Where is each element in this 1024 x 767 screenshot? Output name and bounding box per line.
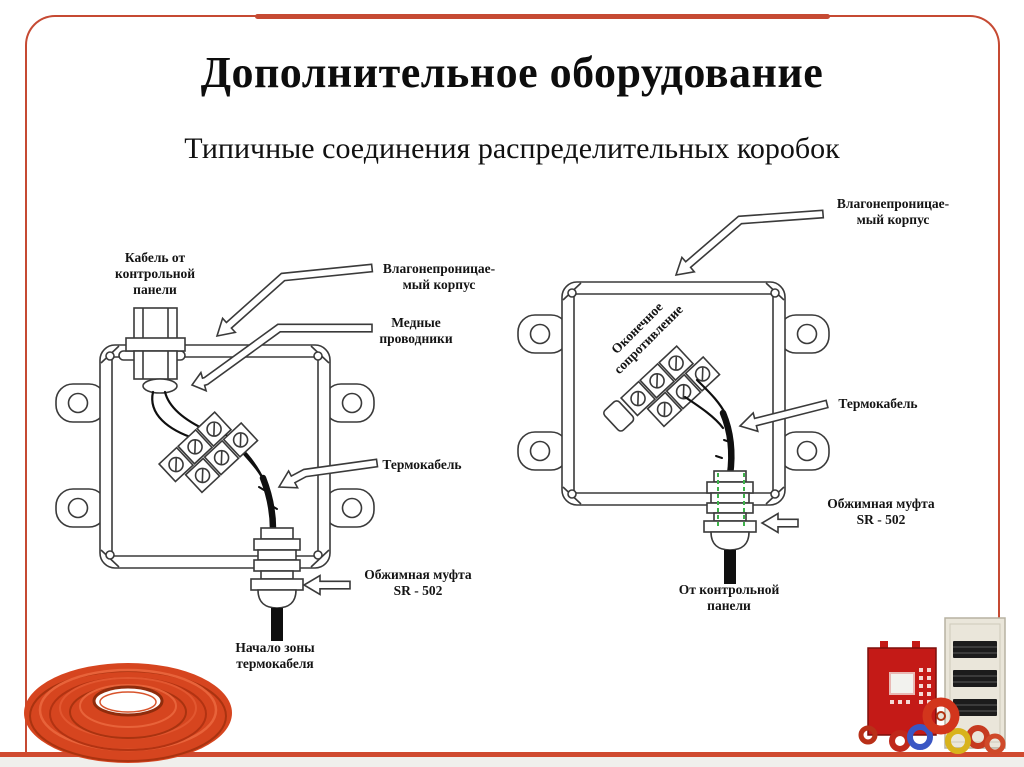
thermal-cable-left <box>259 474 277 533</box>
panel-cable-tail-right <box>724 550 736 584</box>
right-junction-box-drawing <box>517 281 830 584</box>
label-crimp-sleeve-right: Обжимная муфта SR - 502 <box>827 496 935 527</box>
left-box-lid <box>111 356 319 557</box>
label-waterproof-case-left: Влагонепроницае- мый корпус <box>382 261 496 292</box>
slide-footer-strip <box>0 757 1024 767</box>
label-thermal-cable-right: Термокабель <box>838 396 918 411</box>
cable-entry-fitting <box>118 307 186 394</box>
label-thermal-zone-start: Начало зоны термокабеля <box>235 640 315 671</box>
callout-arrow <box>760 512 799 534</box>
small-cable-coils <box>858 697 1006 755</box>
slide-subtitle: Типичные соединения распределительных ко… <box>184 132 840 165</box>
wire-entry-hole <box>142 378 178 394</box>
eol-resistor <box>603 400 635 432</box>
right-box-lid <box>573 293 774 494</box>
right-box-corner-screws <box>567 288 780 499</box>
label-waterproof-case-right: Влагонепроницае- мый корпус <box>836 196 950 227</box>
thermal-cable-right <box>719 409 735 479</box>
callout-arrows <box>190 209 829 596</box>
thermal-cable-tail-left <box>271 608 283 641</box>
callout-arrow <box>190 323 373 393</box>
label-thermal-cable-left: Термокабель <box>382 457 462 472</box>
left-crimp-sleeve <box>250 527 304 609</box>
fire-panels-image <box>858 617 1006 755</box>
label-from-control-panel: От контрольной панели <box>678 582 780 613</box>
label-copper-conductors: Медные проводники <box>379 315 453 346</box>
cable-coil-image <box>24 663 232 763</box>
callout-arrow <box>277 458 379 489</box>
callout-arrow <box>302 574 351 596</box>
right-box-wires <box>683 378 735 479</box>
label-crimp-sleeve-left: Обжимная муфта SR - 502 <box>364 567 472 598</box>
label-cable-from-panel: Кабель от контрольной панели <box>114 250 196 297</box>
gland-green-marks <box>717 473 745 528</box>
slide-bottom-rule <box>0 752 1024 757</box>
cabinet-grilles <box>953 641 997 716</box>
callout-arrow <box>674 209 825 277</box>
callout-arrow <box>215 263 374 338</box>
left-junction-box-drawing <box>55 307 375 641</box>
left-box-corner-screws <box>105 351 323 560</box>
callout-arrow <box>738 399 829 433</box>
right-crimp-sleeve <box>703 470 757 551</box>
slide-title: Дополнительное оборудование <box>200 48 824 97</box>
slide-frame-top-accent <box>255 14 830 19</box>
right-terminal-block <box>603 345 721 432</box>
